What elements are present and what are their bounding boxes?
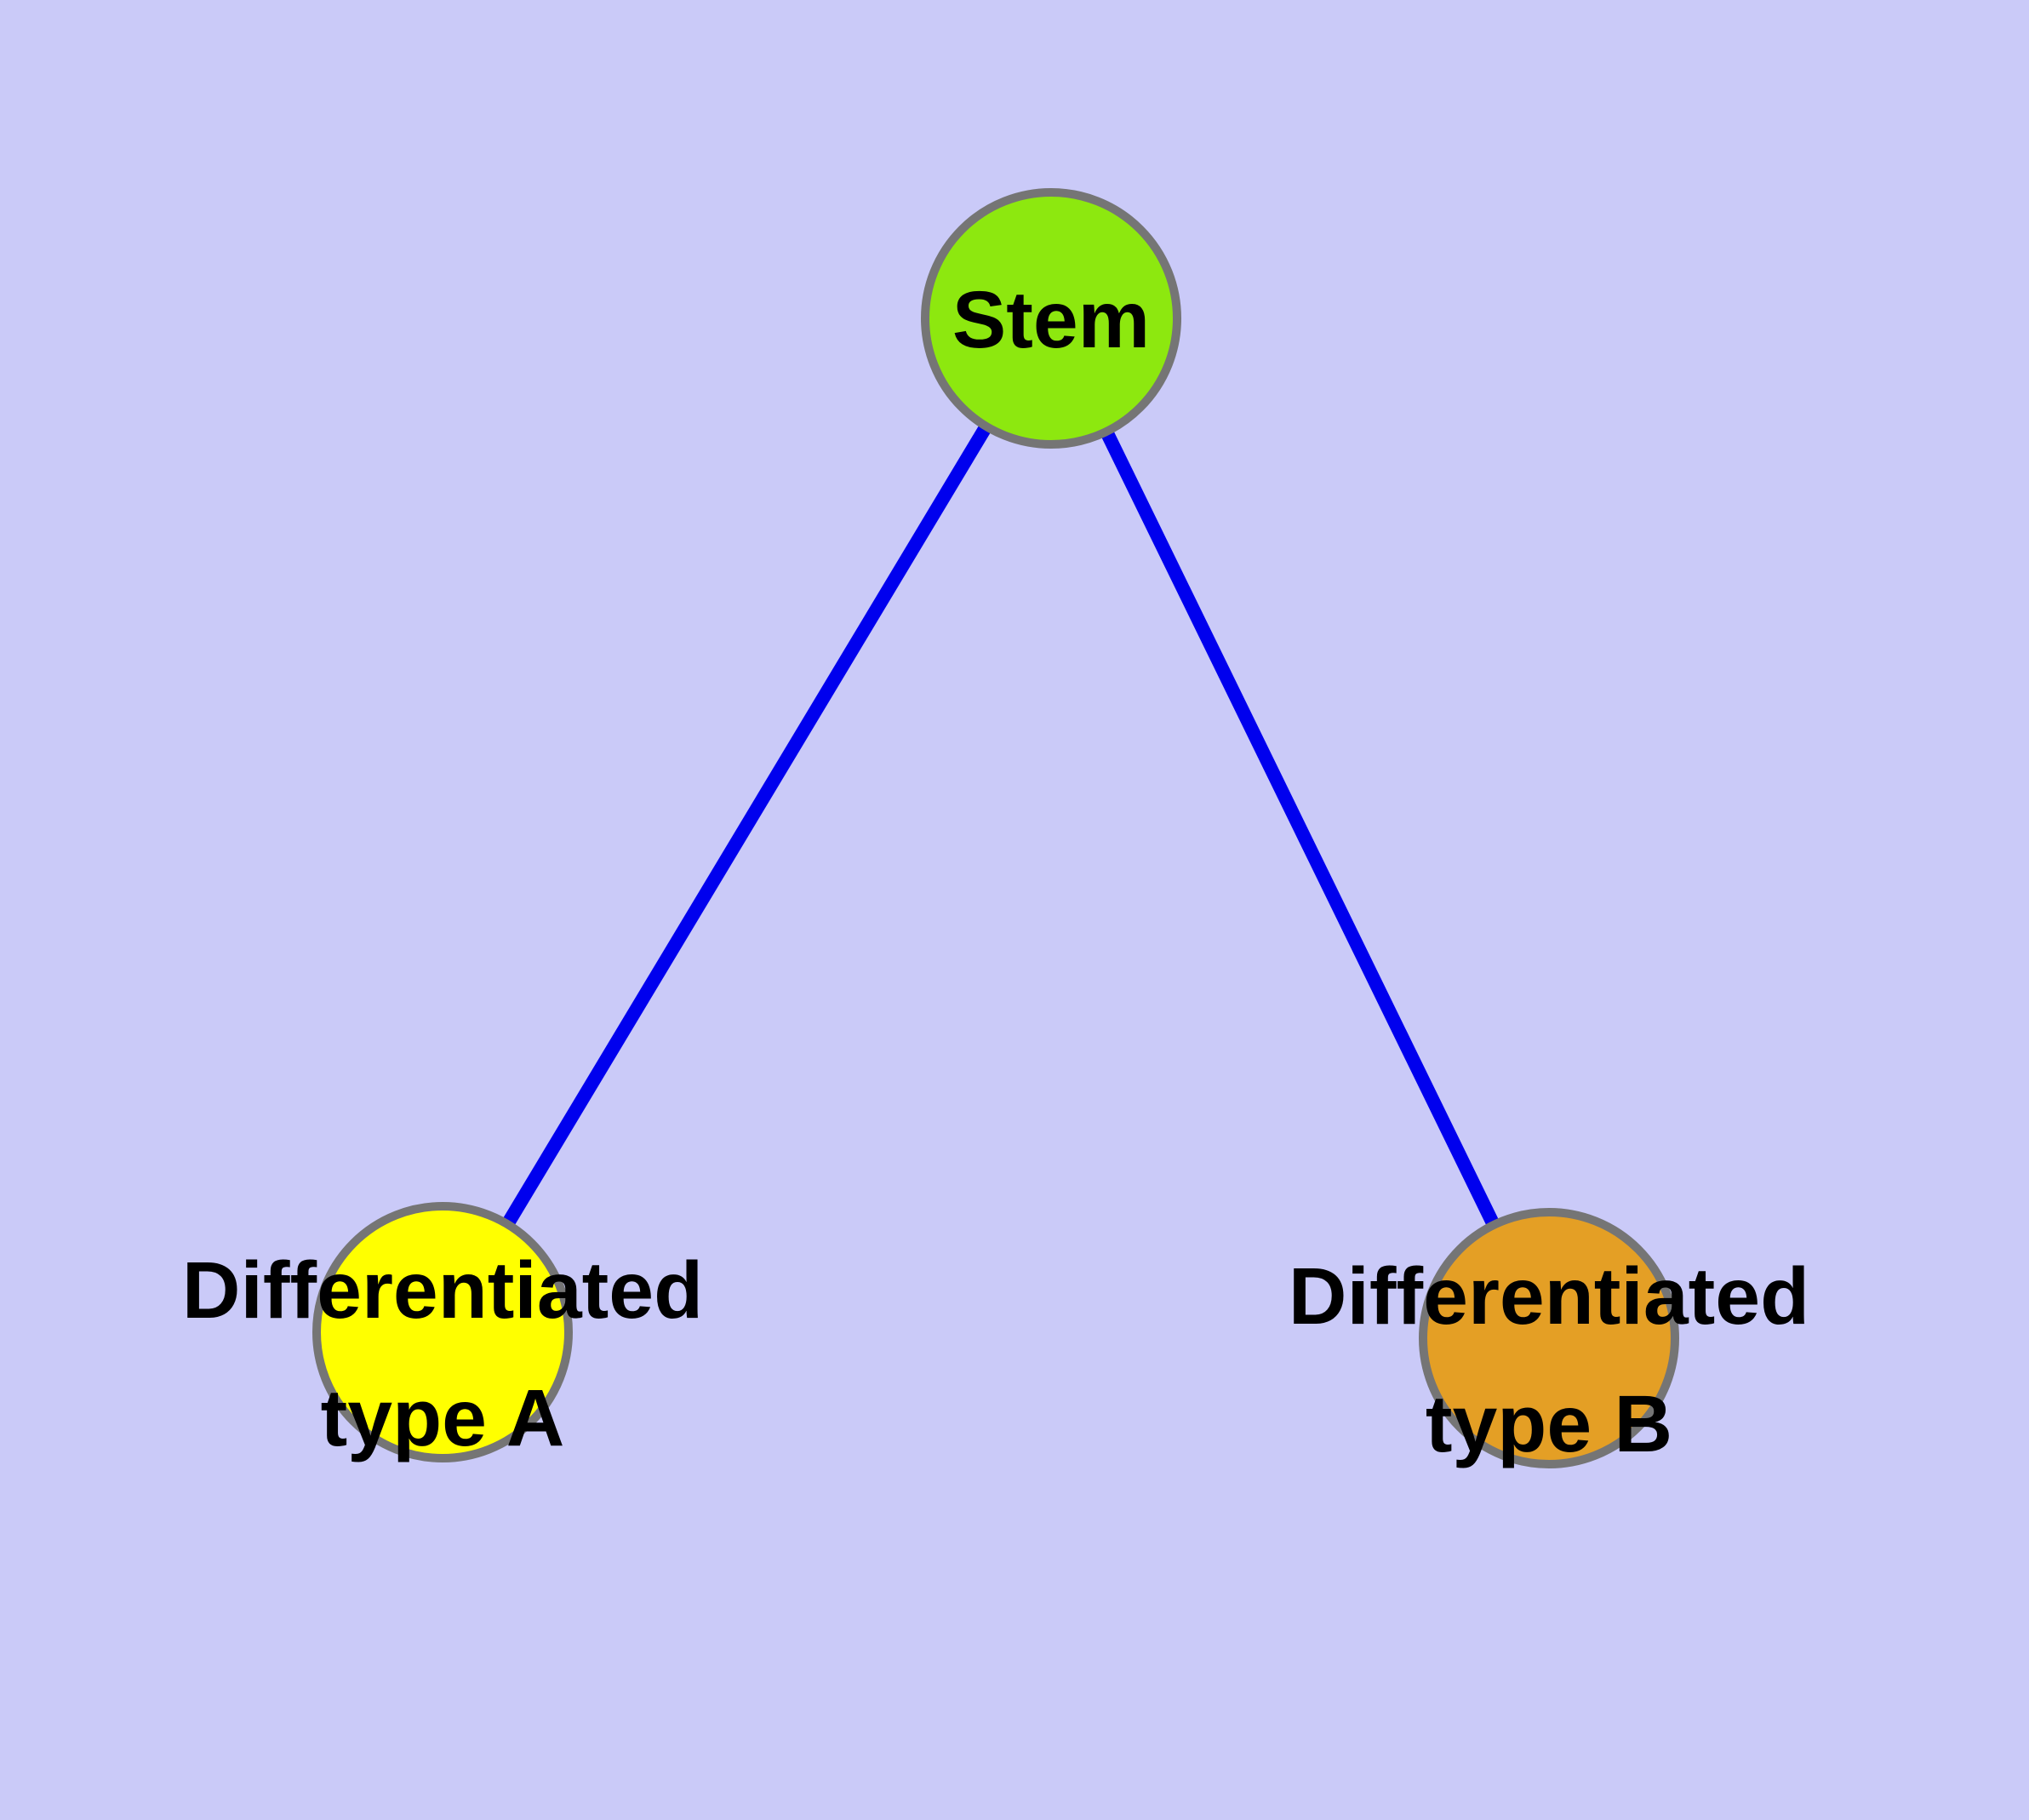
stem-node-circle [921, 188, 1181, 449]
type-a-node-label-line2: type A [321, 1373, 565, 1463]
type-b-node-label-line2: type B [1426, 1379, 1672, 1469]
type-b-node-label-line1: Differentiated [1289, 1251, 1809, 1342]
type-a-node-circle [312, 1202, 573, 1462]
edge-stem-to-type-b [1044, 315, 1556, 1342]
node-stem: Stem [921, 188, 1181, 449]
edge-stem-to-type-a [437, 314, 1057, 1336]
stem-node-label: Stem [952, 275, 1150, 365]
type-a-node-label-line1: Differentiated [182, 1245, 703, 1336]
node-differentiated-type-a: Differentiated type A [182, 1202, 703, 1463]
node-differentiated-type-b: Differentiated type B [1289, 1208, 1809, 1469]
type-b-node-circle [1419, 1208, 1679, 1468]
